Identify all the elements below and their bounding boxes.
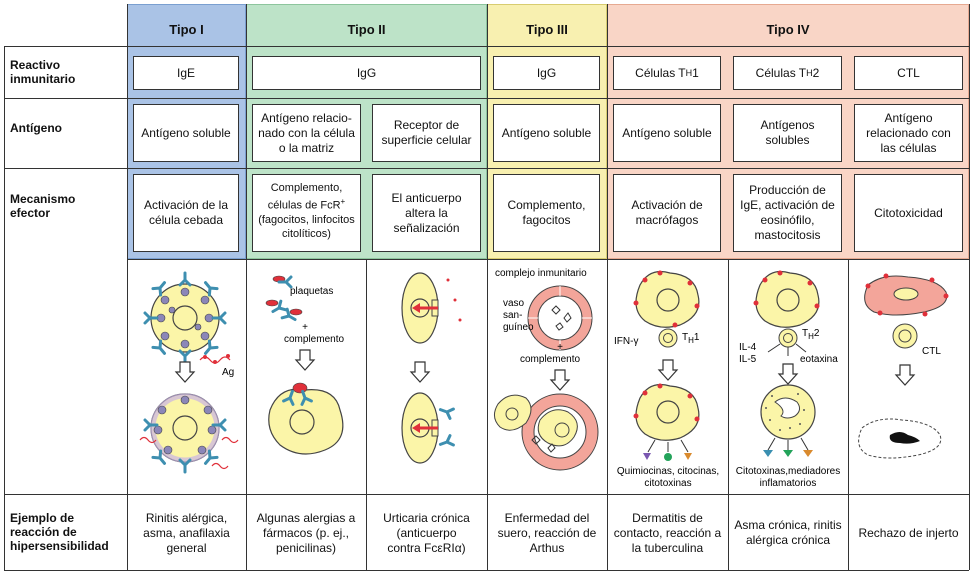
mecanismo-tipo4-th2: Producción de IgE, activación de eosinóf…: [733, 174, 842, 252]
arrow-tipo1: [175, 361, 195, 383]
header-tipo1: Tipo I: [169, 21, 204, 37]
antigeno-tipo4-th1: Antígeno soluble: [613, 104, 721, 162]
dead-cell: [858, 418, 942, 459]
grid-line-c4b: [728, 259, 729, 570]
ejemplo-tipo2b: Urticaria crónica (anticuerpo contra Fcε…: [383, 510, 470, 555]
macrophage-th1-before: [633, 270, 700, 328]
ejemplo-tipo3: Enfermedad del suero, reacción de Arthus: [497, 510, 597, 555]
target-cell-tipo2a: [268, 382, 344, 455]
label-complemento-3: complemento: [520, 354, 580, 365]
ejemplo-tipo1: Rinitis alérgica, asma, anafilaxia gener…: [143, 510, 230, 555]
row-label-reactivo: Reactivo inmunitario: [10, 58, 76, 86]
grid-line-c1: [127, 4, 128, 570]
label-quimio-2: citotoxinas: [644, 478, 691, 489]
ejemplo-tipo4-ctl: Rechazo de injerto: [858, 525, 959, 540]
ejemplo-tipo4-th2: Asma crónica, rinitis alérgica crónica: [734, 518, 842, 547]
receptor-cell-before: [401, 272, 462, 344]
label-il5: IL-5: [739, 354, 757, 365]
label-complejo: complejo inmunitario: [495, 268, 587, 279]
label-ag: Ag: [222, 367, 234, 378]
label-plus-3: +: [557, 342, 563, 353]
grid-line-left: [4, 46, 5, 570]
ejemplo-tipo2a: Algunas alergias a fármacos (p. ej., pen…: [256, 510, 356, 555]
arrow-tipo4-ctl: [895, 364, 915, 386]
grid-line-c2b: [366, 259, 367, 570]
reactivo-tipo1: IgE: [133, 56, 239, 90]
mecanismo-tipo3: Complemento, fagocitos: [493, 174, 600, 252]
mast-cell-activated: [139, 393, 239, 474]
eosinophil-th2-before: [753, 270, 820, 328]
receptor-cell-after: [401, 392, 455, 464]
label-ifn: IFN-γ: [614, 336, 638, 347]
header-tipo3: Tipo III: [526, 21, 568, 37]
arrow-tipo2b: [410, 361, 430, 383]
arrow-tipo4-th2: [778, 363, 798, 385]
label-ctl: CTL: [922, 346, 941, 357]
antigeno-tipo4-ctl: Antígeno relacionado con las células: [854, 104, 963, 162]
mecanismo-tipo2b: El anticuerpo altera la señalización: [372, 174, 481, 252]
label-vaso-3: guíneo: [503, 322, 534, 333]
grid-line-c4c: [848, 259, 849, 570]
antigeno-tipo3: Antígeno soluble: [493, 104, 600, 162]
grid-line-ilustracion-top: [127, 259, 969, 260]
macrophage-th1-activated: [633, 383, 700, 461]
platelets: [265, 275, 303, 326]
label-quimio-1: Quimiocinas, citocinas,: [617, 466, 719, 477]
label-vaso-1: vaso: [503, 298, 525, 309]
vessel-after: [494, 393, 599, 471]
row-label-ejemplo: Ejemplo de reacción de hipersensibilidad: [10, 511, 109, 553]
arrow-tipo2a: [295, 349, 315, 371]
label-vaso-2: san-: [503, 310, 522, 321]
arrow-tipo3: [550, 369, 570, 391]
label-th1: TH1: [682, 332, 700, 345]
mecanismo-tipo2a: Complemento, células de FcR+ (fagocitos,…: [252, 174, 361, 252]
grid-line-bottom: [4, 570, 969, 571]
grid-line-right: [969, 4, 970, 570]
row-label-mecanismo: Mecanismo efector: [10, 192, 76, 220]
ctl-cell: [892, 323, 918, 349]
th1-cell: [658, 328, 678, 348]
antigeno-tipo4-th2: Antígenos solubles: [733, 104, 842, 162]
grid-line-ejemplo: [4, 494, 969, 495]
antigeno-tipo1: Antígeno soluble: [133, 104, 239, 162]
label-citotox-2: inflamatorios: [760, 478, 817, 489]
arrow-tipo4-th1: [658, 359, 678, 381]
header-tipo4: Tipo IV: [766, 21, 810, 37]
grid-line-top: [4, 46, 969, 47]
mecanismo-tipo1: Activación de la célula cebada: [133, 174, 239, 252]
header-tipo2: Tipo II: [347, 21, 386, 37]
grid-line-antigeno: [4, 168, 969, 169]
target-cell-ctl: [864, 273, 949, 317]
label-plus: +: [302, 322, 308, 333]
label-th2: TH2: [802, 328, 820, 341]
eosinophil-activated: [760, 384, 816, 457]
grid-line-c3: [487, 4, 488, 570]
th2-cell: [767, 328, 807, 356]
label-citotox-1: Citotoxinas,mediadores: [736, 466, 841, 477]
reactivo-tipo4-ctl: CTL: [854, 56, 963, 90]
label-eotaxina: eotaxina: [800, 354, 838, 365]
row-label-antigeno: Antígeno: [10, 121, 62, 135]
label-il4: IL-4: [739, 342, 757, 353]
mast-cell-before: [150, 283, 220, 353]
antigeno-tipo2b: Receptor de superficie celular: [372, 104, 481, 162]
grid-line-reactivo: [4, 98, 969, 99]
label-complemento: complemento: [284, 334, 344, 345]
reactivo-tipo2: IgG: [252, 56, 481, 90]
grid-line-c2: [246, 4, 247, 570]
mecanismo-tipo4-th1: Activación de macrófagos: [613, 174, 721, 252]
ejemplo-tipo4-th1: Dermatitis de contacto, reacción a la tu…: [613, 510, 722, 555]
mecanismo-tipo4-ctl: Citotoxicidad: [854, 174, 963, 252]
grid-line-c4: [607, 4, 608, 570]
reactivo-tipo3: IgG: [493, 56, 600, 90]
vessel-before: [527, 285, 593, 351]
antigeno-tipo2a: Antígeno relacio- nado con la célula o l…: [252, 104, 361, 162]
label-plaquetas: plaquetas: [290, 286, 333, 297]
